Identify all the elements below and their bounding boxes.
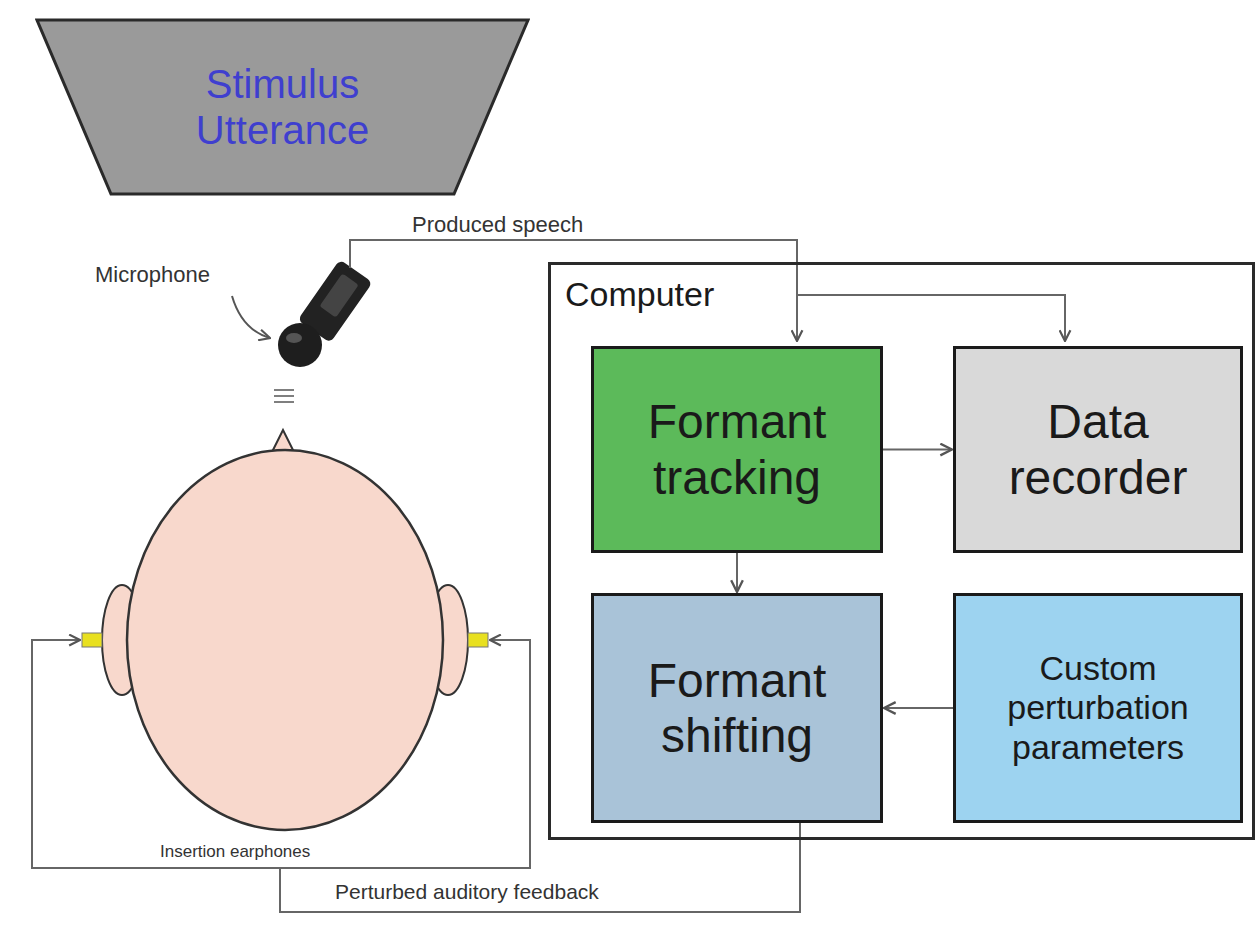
head xyxy=(127,450,443,830)
part-label: Insertion earphones xyxy=(160,842,310,862)
microphone-shine xyxy=(286,333,302,343)
process-box: Data recorder xyxy=(953,346,1243,553)
sound-lines xyxy=(274,390,294,402)
nose xyxy=(272,430,294,452)
feedback-wire xyxy=(280,640,530,868)
group-title: Computer xyxy=(565,275,714,314)
connector-arrow xyxy=(883,449,952,451)
microphone-head xyxy=(278,323,322,367)
computer-box: ComputerFormant tracking Data recorderFor… xyxy=(548,262,1255,840)
connector-arrow xyxy=(884,707,953,709)
feedback-wire xyxy=(280,820,800,912)
earphone xyxy=(468,633,488,647)
signal-label: Perturbed auditory feedback xyxy=(335,880,599,904)
node-text: Formant shifting xyxy=(612,653,862,763)
process-box: Formant shifting xyxy=(591,593,883,823)
node-text: Custom perturbation parameters xyxy=(974,649,1222,766)
trapezoid-outline xyxy=(35,18,530,196)
parameter-box: Custom perturbation parameters xyxy=(953,593,1243,823)
node-text: Stimulus Utterance xyxy=(148,61,418,153)
signal-label: Produced speech xyxy=(412,212,583,237)
connector-arrow xyxy=(736,553,738,592)
node-text: Data recorder xyxy=(974,394,1222,504)
feedback-wire xyxy=(32,640,280,868)
process-box: Formant tracking xyxy=(591,346,883,553)
pointer-arrow xyxy=(232,296,270,338)
part-label: Microphone xyxy=(95,262,210,287)
stimulus-trapezoid: Stimulus Utterance xyxy=(35,18,530,196)
earphone xyxy=(82,633,102,647)
speech-wire xyxy=(350,240,797,341)
speech-wire xyxy=(797,295,1065,341)
node-text: Formant tracking xyxy=(612,394,862,504)
